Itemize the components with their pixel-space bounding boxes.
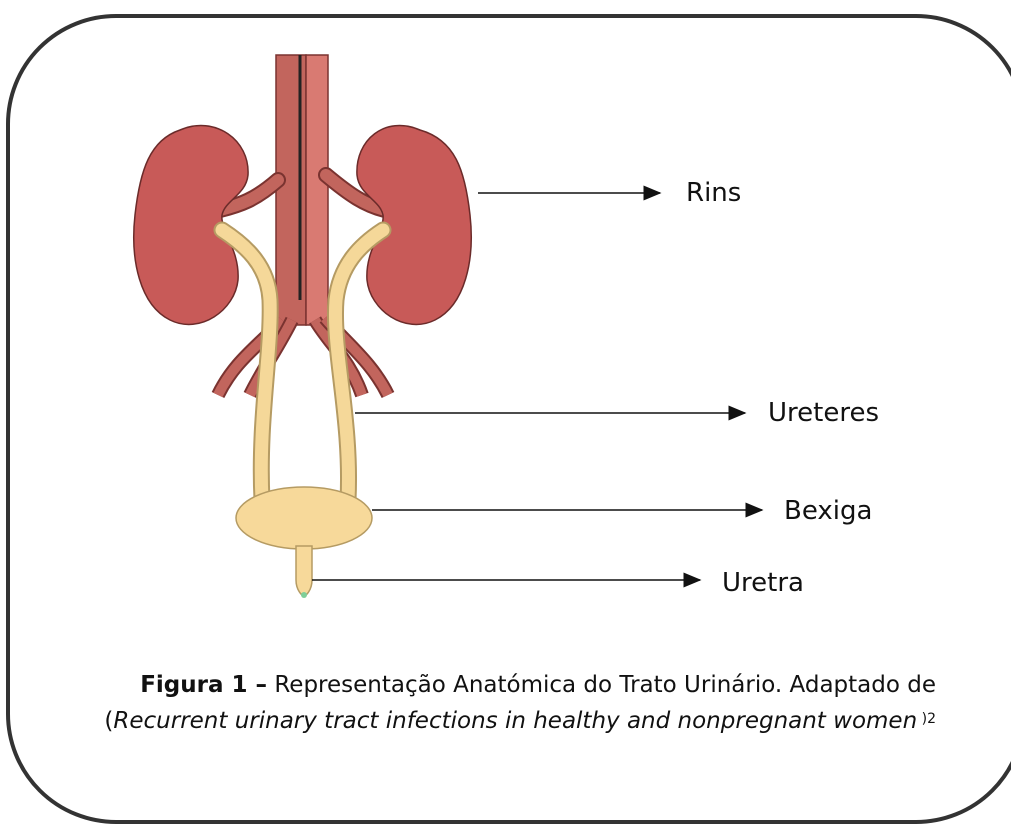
urethra-opening [301,592,307,598]
caption-source: Recurrent urinary tract infections in he… [113,708,917,734]
caption-line-2: (Recurrent urinary tract infections in h… [104,702,936,738]
bladder [236,487,372,549]
iliac-vessels [218,318,388,395]
label-uretra: Uretra [722,568,804,598]
label-rins: Rins [686,178,741,208]
figure-number: Figura 1 – [140,672,267,698]
caption-title: Representação Anatómica do Trato Urinári… [267,672,936,698]
caption-reference: 2 [927,711,936,727]
main-vessels [276,55,328,325]
figure-caption: Figura 1 – Representação Anatómica do Tr… [104,668,936,738]
right-kidney [357,126,471,325]
caption-paren-close: ) [917,711,927,727]
label-ureteres: Ureteres [768,398,879,428]
label-bexiga: Bexiga [784,496,872,526]
urethra [296,546,312,596]
caption-line-1: Figura 1 – Representação Anatómica do Tr… [104,668,936,702]
left-kidney [134,126,248,325]
